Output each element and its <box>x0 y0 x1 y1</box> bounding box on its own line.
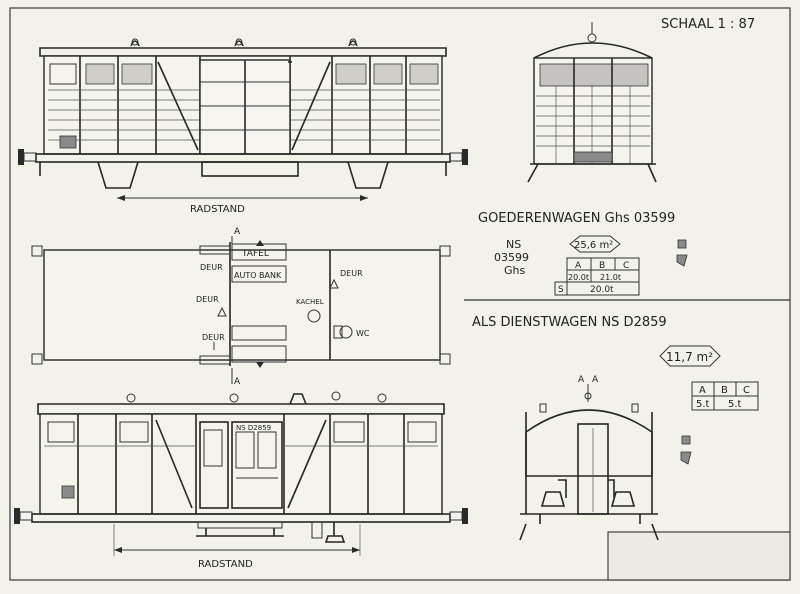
door-label: DEUR <box>196 295 219 304</box>
radstand-label: RADSTAND <box>198 559 253 570</box>
sliding-door <box>199 59 291 155</box>
goods-col-b: B <box>599 261 605 271</box>
stove-icon <box>307 309 321 323</box>
service-wagon-floor-plan: TAFEL AUTO BANK DEUR DEUR DEUR DEUR KACH… <box>31 227 451 387</box>
bench-label: AUTO BANK <box>234 271 282 280</box>
marking-symbol <box>676 254 688 267</box>
goods-s-label: S <box>558 285 564 295</box>
marking-symbol <box>680 451 692 465</box>
service-load-bc: 5.t <box>728 399 742 410</box>
goods-wagon-side-view <box>18 38 468 189</box>
sheet-border <box>9 7 791 581</box>
section-marker: A <box>234 377 241 387</box>
marking-symbol <box>677 239 687 249</box>
corner-block <box>607 531 791 581</box>
goods-col-c: C <box>623 261 629 271</box>
radstand-label: RADSTAND <box>190 204 245 215</box>
service-col-b: B <box>721 385 728 396</box>
side-window <box>47 421 437 443</box>
goods-area: 25,6 m² <box>574 240 613 251</box>
service-wagon-side-view: NS D2859 <box>14 391 468 543</box>
goods-load-table: A B C 20.0t 21.0t S 20.0t <box>554 257 640 296</box>
goods-area-badge: 25,6 m² <box>569 235 621 253</box>
service-area: 11,7 m² <box>666 350 713 364</box>
roof-vent <box>130 38 358 47</box>
door-label: DEUR <box>340 269 363 278</box>
section-label: A <box>592 375 599 385</box>
service-wagon-end-section: A A <box>519 375 659 541</box>
buffer <box>18 149 468 165</box>
goods-marking-line1: NS <box>506 238 521 251</box>
wheelbase-dimension-top: RADSTAND <box>117 195 368 215</box>
service-area-badge: 11,7 m² <box>659 345 721 367</box>
goods-wagon-title: GOEDERENWAGEN Ghs 03599 <box>478 211 675 226</box>
goods-marking-line2: 03599 <box>494 251 529 264</box>
vent-window <box>49 63 439 85</box>
service-col-c: C <box>743 385 750 396</box>
section-label: A <box>578 375 585 385</box>
marking-symbol <box>681 435 691 445</box>
roof-vent <box>126 391 387 405</box>
goods-s-value: 20.0t <box>590 285 614 295</box>
goods-load-bc: 21.0t <box>600 273 621 282</box>
goods-load-a: 20.0t <box>568 273 589 282</box>
entry-door <box>199 421 283 509</box>
seat-icon <box>540 479 636 507</box>
goods-wagon-end-view <box>527 22 657 183</box>
service-load-a: 5.t <box>696 399 710 410</box>
door-label: DEUR <box>200 263 223 272</box>
wc-label: WC <box>356 329 370 338</box>
table-label: TAFEL <box>241 249 269 259</box>
door-label: DEUR <box>202 333 225 342</box>
scale-label: SCHAAL 1 : 87 <box>661 17 755 32</box>
toilet-icon <box>339 325 353 339</box>
buffer <box>14 508 468 524</box>
wheelbase-dimension-bottom: RADSTAND <box>113 524 361 570</box>
stove-label: KACHEL <box>296 298 324 306</box>
body-marking: NS D2859 <box>236 424 271 432</box>
service-load-table: A B C 5.t 5.t <box>691 381 759 411</box>
service-wagon-title: ALS DIENSTWAGEN NS D2859 <box>472 315 667 330</box>
goods-marking-line3: Ghs <box>504 264 525 277</box>
section-marker: A <box>234 227 241 237</box>
goods-col-a: A <box>575 261 582 271</box>
service-col-a: A <box>699 385 706 396</box>
